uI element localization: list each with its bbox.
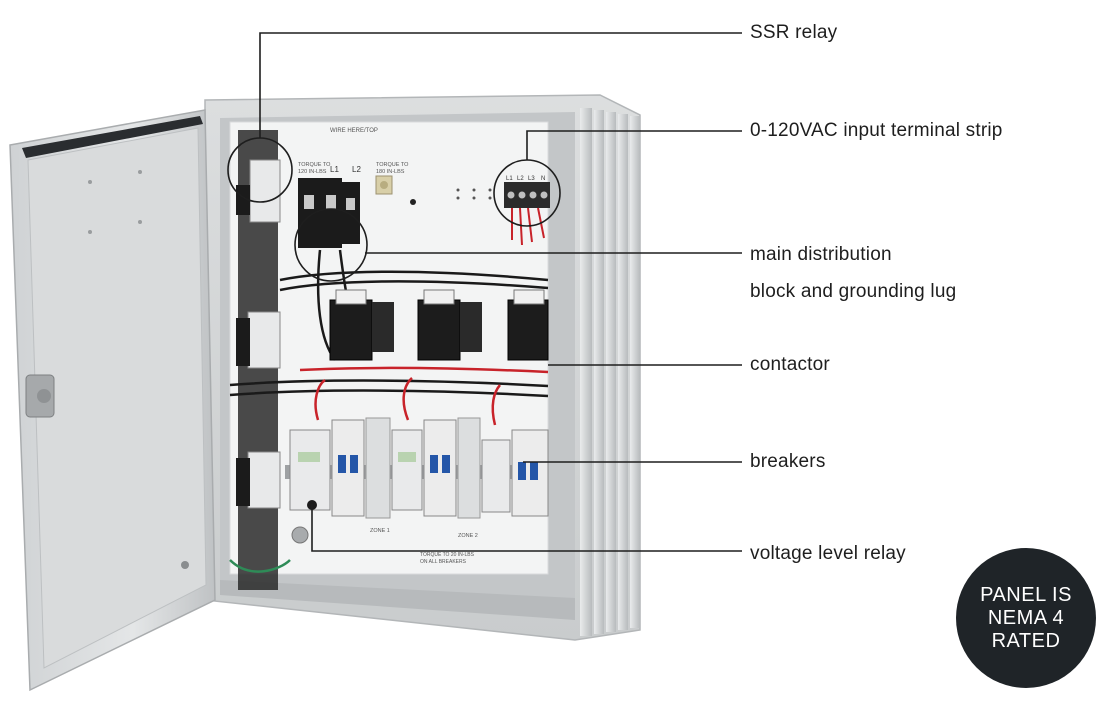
label-grounding-lug: block and grounding lug	[750, 281, 957, 302]
breaker-2	[423, 419, 457, 517]
panel-top-label: WIRE HERE/TOP	[330, 128, 378, 134]
panel-torque-right-1: TORQUE TO	[376, 162, 409, 168]
enclosure-door	[9, 109, 216, 692]
callout-circle-distribution	[294, 208, 368, 282]
label-ssr-relay: SSR relay	[750, 22, 838, 43]
contactor-2	[417, 299, 461, 361]
leader-ssr	[259, 32, 742, 138]
ssr-column	[236, 130, 281, 590]
strip-n: N	[541, 176, 545, 182]
nema-rating-badge: PANEL IS NEMA 4 RATED	[956, 548, 1096, 688]
input-terminal-strip: L1 L2 L3 N	[504, 176, 550, 246]
label-contactor: contactor	[750, 354, 830, 375]
badge-line-3: RATED	[991, 629, 1061, 652]
leader-lines	[259, 32, 742, 552]
label-main-distribution: main distribution	[750, 244, 892, 265]
voltage-level-relay-1	[289, 429, 331, 511]
label-breakers: breakers	[750, 451, 826, 472]
wiring	[229, 249, 549, 573]
panel-l2: L2	[352, 165, 361, 174]
panel-bottom-note-1: TORQUE TO 20 IN-LBS	[420, 552, 475, 558]
label-input-terminal-strip: 0-120VAC input terminal strip	[750, 120, 1003, 141]
panel-bottom-note-2: ON ALL BREAKERS	[420, 559, 467, 565]
badge-line-2: NEMA 4	[987, 606, 1065, 629]
leader-voltage-relay	[311, 504, 742, 552]
leader-terminal-strip	[526, 130, 742, 160]
voltage-level-relay-2	[391, 429, 423, 511]
contactors	[329, 289, 549, 361]
panel-torque-left-1: TORQUE TO	[298, 162, 331, 168]
breaker-1	[331, 419, 365, 517]
panel-l1: L1	[330, 165, 339, 174]
strip-l1: L1	[506, 176, 513, 182]
voltage-level-relay-3	[481, 439, 511, 513]
panel-torque-right-2: 180 IN-LBS	[376, 169, 405, 175]
panel-zone2: ZONE 2	[458, 533, 478, 539]
breaker-row: ZONE 1 ZONE 2 TORQUE TO 20 IN-LBS ON ALL…	[285, 417, 549, 565]
label-voltage-level-relay: voltage level relay	[750, 543, 906, 564]
strip-l3: L3	[528, 176, 535, 182]
badge-line-1: PANEL IS	[980, 583, 1072, 606]
enclosure-fins	[580, 108, 640, 636]
ground-terminal	[291, 526, 309, 544]
contactor-1	[329, 299, 373, 361]
strip-l2: L2	[517, 176, 524, 182]
contactor-3	[507, 299, 549, 361]
main-distribution-block	[298, 175, 492, 248]
panel-torque-left-2: 120 IN-LBS	[298, 169, 327, 175]
panel-zone1: ZONE 1	[370, 528, 390, 534]
